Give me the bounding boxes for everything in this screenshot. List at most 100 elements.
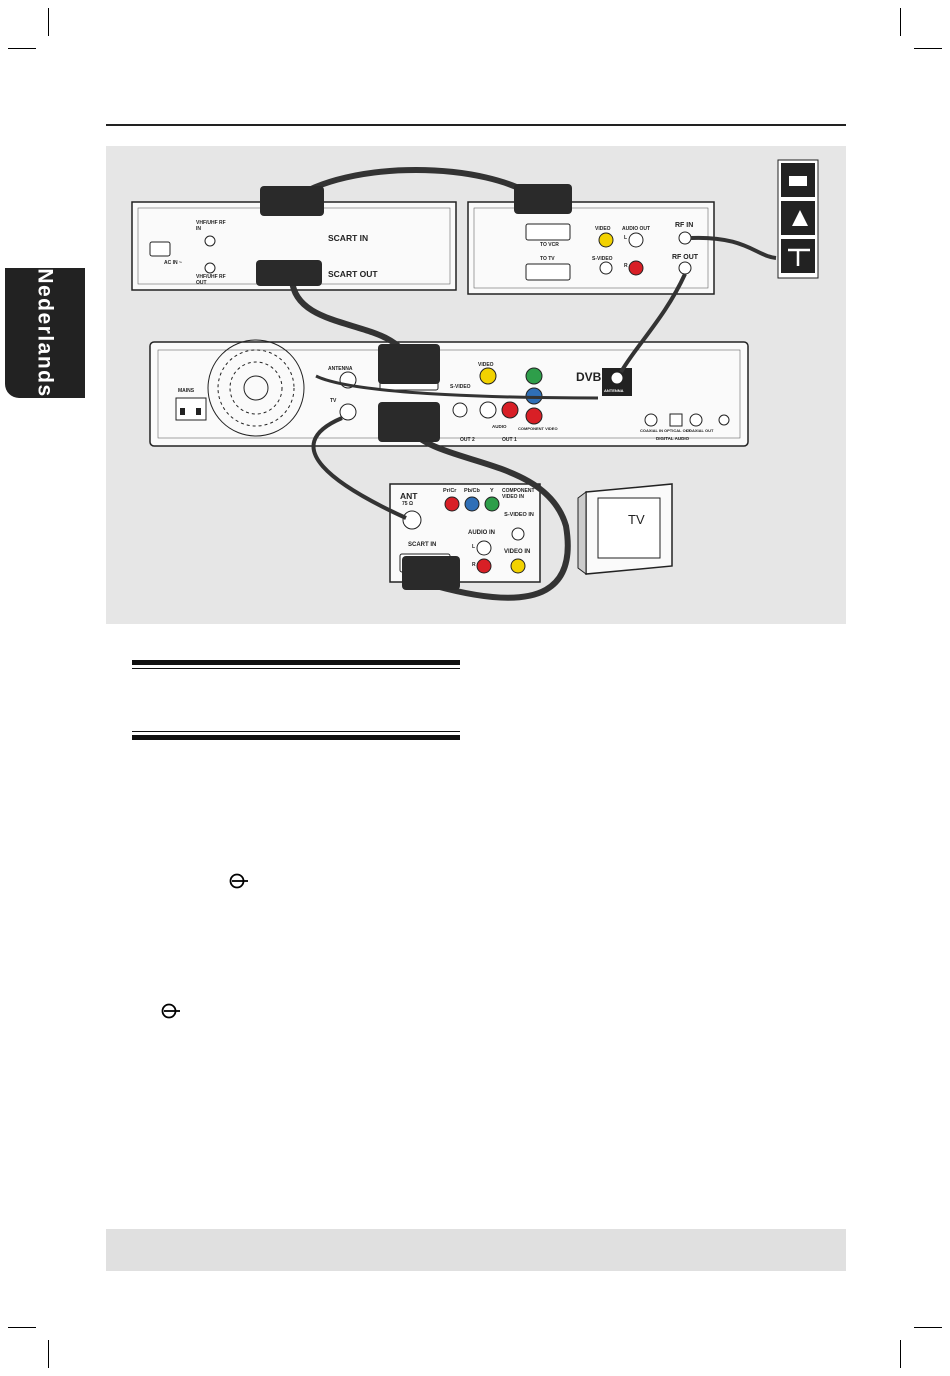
scart-plug [260, 186, 324, 216]
recorder-audio-l-jack [479, 401, 497, 419]
vcr-rf-in-label: VHF/UHF RF IN [196, 220, 226, 232]
tv-y-label: Y [490, 488, 494, 494]
receiver-svideo-label: S-VIDEO [592, 256, 613, 262]
crop-mark [8, 1327, 36, 1328]
tv-component-video-in-label: COMPONENT VIDEO IN [502, 488, 535, 500]
tv-pb-label: Pb/Cb [464, 488, 480, 494]
recorder-svideo-jack [452, 402, 468, 418]
tv-r-label: R [472, 562, 476, 568]
receiver-l-label: L [624, 235, 628, 241]
crop-mark [48, 1340, 49, 1368]
vcr-scart-in-label: SCART IN [328, 233, 369, 243]
diagram-artwork [131, 159, 819, 601]
crop-mark [8, 48, 36, 49]
recorder-svideo-label: S-VIDEO [450, 384, 471, 390]
scart-cable-recorder-tv [406, 426, 571, 601]
recorder-audio-r-jack [501, 401, 519, 419]
section-rule-top-thick [132, 660, 460, 665]
tv-ant-label: ANT [400, 491, 418, 501]
receiver-rf-in-label: RF IN [675, 222, 694, 229]
recorder-digital-audio-label: DIGITAL AUDIO [656, 436, 690, 441]
crop-mark [48, 8, 49, 36]
vcr-rf-in-jack [204, 235, 216, 247]
recorder-mains-label: MAINS [178, 388, 195, 394]
language-tab-label-wrap: Nederlands [5, 268, 85, 398]
recorder-out1-label: OUT 1 [502, 437, 517, 443]
antenna-connector-icon [229, 873, 248, 889]
receiver-rf-out-jack [678, 261, 692, 275]
language-tab-label: Nederlands [34, 268, 57, 398]
rf-cable-recorder-dvb [315, 374, 599, 400]
tv-y-jack [484, 496, 500, 512]
receiver-scart-to-tv [525, 263, 571, 281]
tv-audio-in-label: AUDIO IN [468, 530, 495, 536]
scart-plug [402, 556, 460, 590]
recorder-antenna-label: ANTENNA [328, 366, 353, 372]
crop-mark [914, 1327, 942, 1328]
scart-plug [256, 260, 322, 286]
recorder-coaxial-out-label: COAXIAL OUT [686, 428, 714, 433]
vcr-ac-in-label: AC IN ~ [164, 260, 182, 266]
tv-scart-in-label: SCART IN [408, 542, 437, 548]
crop-mark [914, 48, 942, 49]
scart-plug [514, 184, 572, 214]
scart-plug [378, 402, 440, 442]
tv-audio-l-jack [476, 540, 492, 556]
recorder-out2-label: OUT 2 [460, 437, 475, 443]
receiver-rf-out-label: RF OUT [672, 254, 699, 261]
vcr-rf-out-label: VHF/UHF RF OUT [196, 274, 226, 286]
tv-video-in-jack [510, 558, 526, 574]
recorder-extra-jack [718, 414, 730, 426]
tv-video-in-label: VIDEO IN [504, 549, 531, 555]
tv-screen-label: TV [628, 512, 645, 527]
recorder-optical-out-label: OPTICAL OUT [664, 428, 692, 433]
connection-diagram: SCART IN SCART OUT AC IN ~ VHF/UHF RF IN… [106, 146, 846, 624]
receiver-svideo-jack [599, 261, 613, 275]
recorder-tv-jack [339, 403, 357, 421]
tv-l-label: L [472, 544, 476, 550]
tip-box [106, 1229, 846, 1271]
recorder-pr-jack [525, 407, 543, 425]
vcr-scart-out-label: SCART OUT [328, 269, 378, 279]
recorder-coaxial-in-label: COAXIAL IN [640, 428, 664, 433]
rf-cable-receiver-recorder [619, 273, 687, 374]
vcr-rf-out-jack [204, 262, 216, 274]
receiver-rf-in-jack [678, 231, 692, 245]
tv-pb-jack [464, 496, 480, 512]
recorder-video-label: VIDEO [478, 362, 494, 368]
recorder-optical-out-port [669, 413, 683, 427]
receiver-audio-r-jack [628, 260, 644, 276]
crop-mark [900, 8, 901, 36]
tv-pr-label: Pr/Cr [443, 488, 457, 494]
antenna-connector-icon [161, 1003, 180, 1019]
receiver-r-label: R [624, 263, 628, 269]
tv-audio-r-jack [476, 558, 492, 574]
recorder-coaxial-out-jack [689, 413, 703, 427]
tv-screen [597, 497, 661, 559]
tv-svideo-jack [511, 527, 525, 541]
recorder-dvb-antenna-label: ANTENNA [604, 388, 624, 393]
recorder-tv-label: TV [330, 398, 337, 404]
receiver-video-label: VIDEO [595, 226, 611, 232]
receiver-to-vcr-label: TO VCR [540, 242, 559, 248]
receiver-unit [467, 201, 715, 295]
section-rule-top-thin [132, 668, 460, 669]
section-rule-bottom-thick [132, 735, 460, 740]
recorder-component-video-label: COMPONENT VIDEO [518, 426, 558, 431]
rf-cable-recorder-tv [311, 416, 407, 520]
vcr-ac-inlet [149, 241, 171, 257]
receiver-audio-l-jack [628, 232, 644, 248]
crop-mark [900, 1340, 901, 1368]
recorder-video-jack [479, 367, 497, 385]
recorder-dvb-logo: DVB [576, 370, 602, 384]
recorder-audio-label: AUDIO [492, 424, 507, 429]
tv-ohm-label: 75 Ω [402, 501, 413, 507]
recorder-coaxial-in-jack [644, 413, 658, 427]
tv-ant-jack [402, 510, 422, 530]
receiver-scart-to-vcr [525, 223, 571, 241]
section-rule-bottom-thin [132, 731, 460, 732]
recorder-y-jack [525, 367, 543, 385]
tv-svideo-in-label: S-VIDEO IN [504, 512, 534, 518]
language-tab [5, 268, 85, 398]
receiver-audio-out-label: AUDIO OUT [622, 226, 651, 232]
